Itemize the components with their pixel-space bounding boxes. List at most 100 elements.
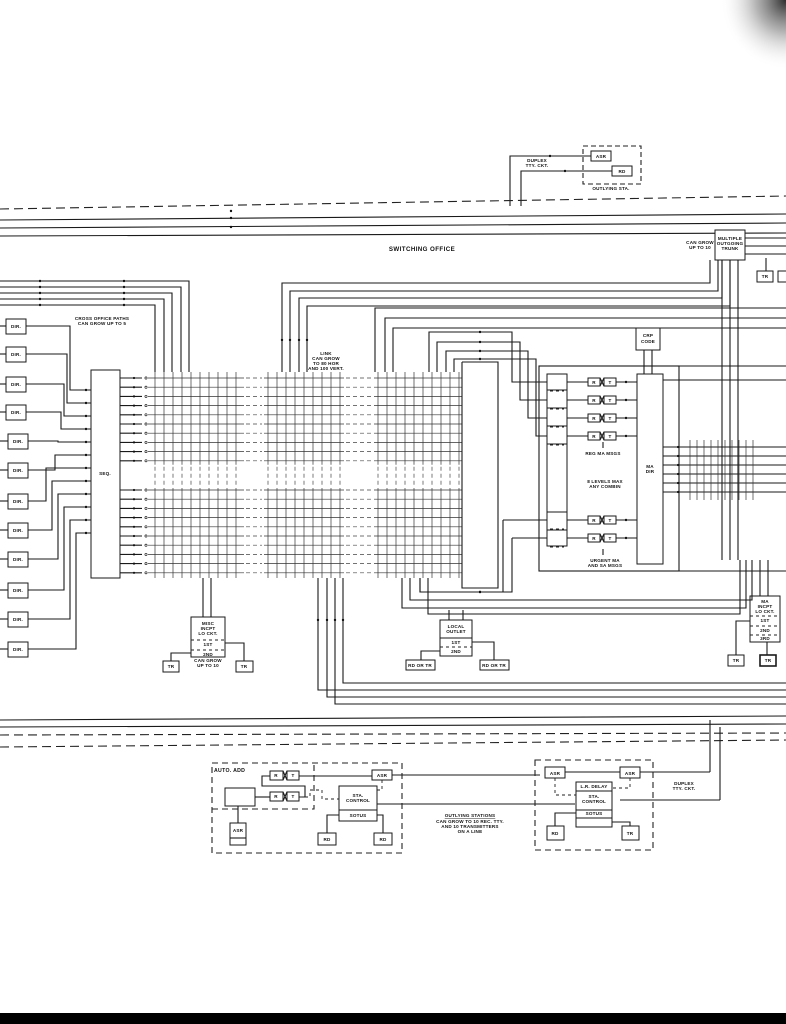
junction-dot: [144, 562, 148, 566]
page-title: SWITCHING OFFICE: [389, 246, 455, 253]
junction-dot: [144, 543, 148, 547]
svg-text:CAN GROW: CAN GROW: [312, 356, 340, 361]
arrow-mark: [122, 297, 126, 301]
arrow-mark: [676, 472, 680, 476]
ma-input-route: [453, 358, 547, 437]
dir-label: DIR.: [13, 617, 23, 622]
rd-box-auto-1: [317, 832, 337, 846]
arrow-mark: [478, 590, 482, 594]
seq-block: SEQ.: [90, 369, 121, 579]
bottom-route: [401, 560, 747, 609]
arrow-mark: [132, 395, 136, 398]
junction-dot: [144, 497, 148, 501]
arrow-mark: [624, 380, 628, 384]
svg-text:2ND: 2ND: [760, 628, 770, 633]
transmitter-label: T: [608, 398, 611, 403]
bottom-route: [317, 578, 786, 691]
svg-text:MISC: MISC: [202, 621, 215, 626]
dir-route: [26, 383, 91, 417]
tr-box-ma-2: [759, 654, 777, 667]
arrow-mark: [478, 357, 482, 361]
link-matrix: [120, 372, 462, 578]
svg-text:SOTUS: SOTUS: [586, 811, 603, 816]
cross-mark: [599, 533, 605, 543]
svg-text:8 LEVELS MAX: 8 LEVELS MAX: [587, 479, 623, 484]
svg-text:2ND: 2ND: [451, 649, 461, 654]
svg-text:RD: RD: [379, 837, 387, 842]
svg-text:STA.: STA.: [353, 793, 364, 798]
svg-text:INCPT: INCPT: [758, 604, 773, 609]
arrow-mark: [676, 490, 680, 494]
arrow-mark: [132, 488, 136, 492]
arrow-mark: [132, 525, 136, 528]
routing-lines: [280, 260, 786, 705]
dir-route: [26, 353, 91, 404]
dir-route: [28, 506, 91, 591]
transmitter-label: T: [608, 434, 611, 439]
scan-shadow: [720, 0, 786, 70]
svg-text:DIR: DIR: [646, 469, 655, 474]
tr-box-trunk: [756, 270, 774, 283]
arrow-mark: [38, 291, 42, 295]
arrow-mark: [624, 434, 628, 438]
dir-label: DIR.: [13, 647, 23, 652]
arrow-mark: [297, 338, 301, 342]
svg-text:TR: TR: [765, 658, 772, 663]
svg-text:ASR: ASR: [233, 828, 244, 833]
junction-dot: [144, 488, 148, 492]
junction-dot: [144, 404, 148, 408]
dir-label: DIR.: [11, 382, 21, 387]
arrow-mark: [132, 507, 136, 510]
cross-mark: [599, 413, 605, 423]
arrow-mark: [84, 388, 88, 392]
dir-blocks: DIR.DIR.DIR.DIR.DIR.DIR.DIR.DIR.DIR.DIR.…: [0, 318, 91, 658]
rd-box-out: [546, 825, 565, 841]
asr-box-auto-1: [229, 822, 247, 846]
svg-text:TTY. CKT.: TTY. CKT.: [673, 786, 696, 791]
junction-dot: [144, 413, 148, 417]
junction-dot: [144, 376, 148, 380]
receiver-label: R: [592, 398, 596, 403]
svg-text:MA: MA: [646, 464, 654, 469]
transmitter-label: T: [608, 518, 611, 523]
svg-text:T: T: [291, 773, 294, 778]
arrow-mark: [84, 505, 88, 509]
svg-text:LO CKT.: LO CKT.: [198, 631, 217, 636]
receiver-box: [587, 395, 601, 405]
arrow-mark: [478, 349, 482, 353]
bottom-route: [326, 578, 786, 698]
arrow-mark: [122, 279, 126, 283]
svg-text:UP TO 10: UP TO 10: [197, 663, 219, 668]
svg-text:MULTIPLE: MULTIPLE: [718, 236, 742, 241]
arrow-mark: [132, 534, 136, 538]
svg-text:ASR: ASR: [596, 154, 607, 159]
junction-dot: [144, 552, 148, 556]
feeder-line: [306, 260, 731, 372]
dir-route: [28, 519, 91, 620]
arrow-mark: [38, 285, 42, 289]
dir-route: [28, 532, 91, 650]
arrow-mark: [84, 492, 88, 496]
receiver-box: [587, 413, 601, 423]
arrow-mark: [84, 453, 88, 457]
junction-dot: [144, 394, 148, 398]
svg-text:ANY COMBIN: ANY COMBIN: [589, 484, 621, 489]
top-bus-lines: [0, 195, 786, 237]
svg-text:T: T: [291, 794, 294, 799]
arrow-mark: [132, 459, 136, 462]
arrow-mark: [624, 416, 628, 420]
junction-dot: [144, 459, 148, 463]
arrow-mark: [132, 562, 136, 565]
feeder-line: [392, 327, 786, 372]
svg-text:TR: TR: [241, 664, 248, 669]
svg-text:R: R: [274, 773, 278, 778]
junction-dot: [144, 422, 148, 426]
svg-text:RD: RD: [323, 837, 331, 842]
svg-text:TR: TR: [168, 664, 175, 669]
cross-office-path: [0, 292, 173, 372]
dir-label: DIR.: [13, 588, 23, 593]
bottom-bus-lines: [0, 715, 786, 748]
tr-box-ma-1: [727, 654, 745, 667]
ma-input-route: [436, 341, 547, 401]
